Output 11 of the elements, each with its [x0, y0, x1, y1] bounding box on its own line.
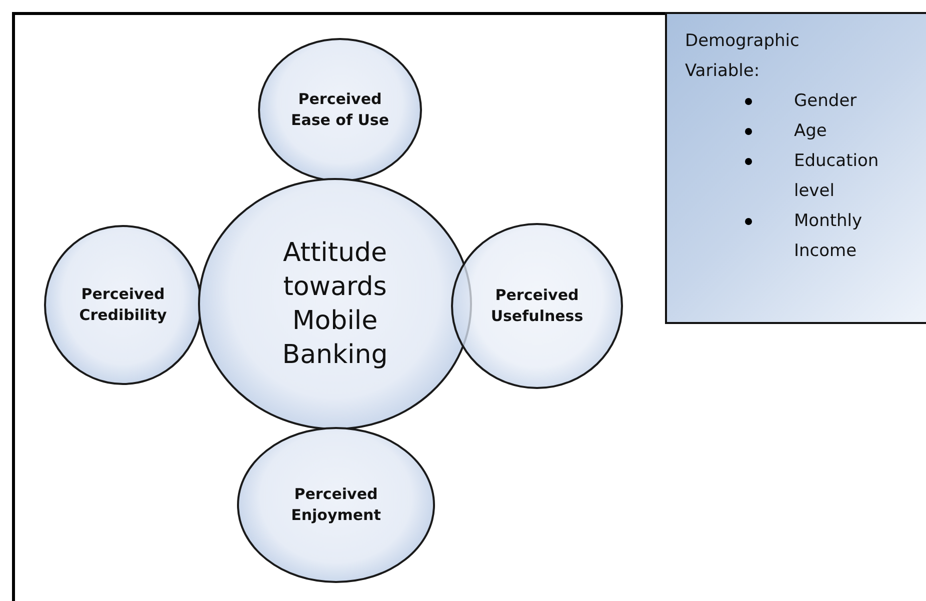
- list-item-text: Age: [794, 120, 828, 143]
- circle-title: Attitude towards Mobile Banking: [281, 237, 389, 372]
- list-item-text: Education level: [794, 150, 880, 203]
- circle-label: Perceived Credibility: [78, 284, 168, 326]
- list-item-text: Monthly Income: [794, 210, 864, 263]
- info-panel: [665, 12, 926, 324]
- panel-heading: Demographic Variable:: [685, 30, 800, 83]
- list-item-text: Gender: [794, 90, 858, 113]
- circle-label: Perceived Usefulness: [490, 285, 584, 327]
- circle-label: Perceived Enjoyment: [290, 484, 382, 526]
- circle-label: Perceived Ease of Use: [290, 89, 390, 131]
